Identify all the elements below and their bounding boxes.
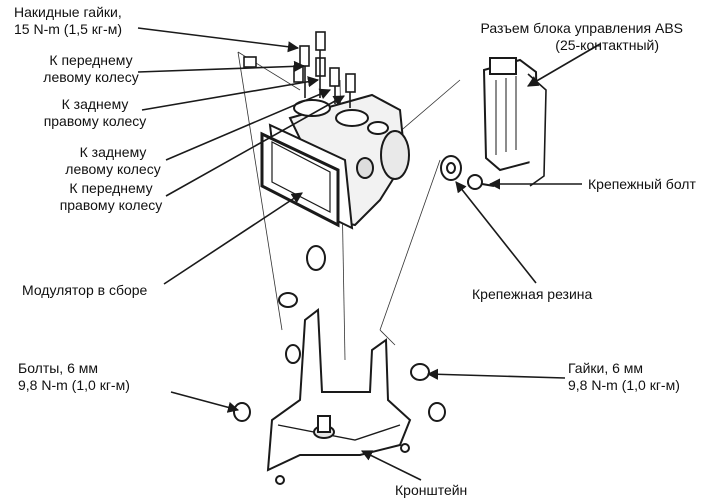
- label-bracket: Кронштейн: [395, 482, 467, 499]
- front-left-line2: левому колесу: [43, 69, 139, 85]
- abs-modulator-body: [260, 93, 410, 230]
- nuts-torque: 9,8 N-m (1,0 кг-м): [568, 377, 680, 393]
- label-modulator: Модулятор в сборе: [22, 282, 147, 299]
- rear-left-line1: К заднему: [79, 144, 147, 160]
- label-flare-nuts: Накидные гайки, 15 N-m (1,5 кг-м): [14, 4, 122, 38]
- bolts-torque: 9,8 N-m (1,0 кг-м): [18, 377, 130, 393]
- bracket-text: Кронштейн: [395, 482, 468, 498]
- label-bolts: Болты, 6 мм 9,8 N-m (1,0 кг-м): [18, 360, 130, 394]
- front-left-line1: К переднему: [49, 52, 133, 68]
- label-nuts: Гайки, 6 мм 9,8 N-m (1,0 кг-м): [568, 360, 680, 394]
- front-right-line2: правому колесу: [59, 197, 163, 213]
- label-rear-right: К заднему правому колесу: [40, 96, 150, 130]
- label-abs-connector: Разъем блока управления ABS (25-контактн…: [455, 20, 683, 54]
- abs-connector-title: Разъем блока управления ABS: [480, 20, 683, 36]
- rear-left-line2: левому колесу: [65, 161, 161, 177]
- mount-bolt-text: Крепежный болт: [588, 176, 696, 192]
- label-front-left: К переднему левому колесу: [36, 52, 146, 86]
- leader-arrows: [137, 27, 601, 481]
- flare-nuts-torque: 15 N-m (1,5 кг-м): [14, 21, 122, 37]
- rear-right-line2: правому колесу: [43, 113, 147, 129]
- modulator-text: Модулятор в сборе: [22, 282, 148, 298]
- abs-connector-pins: (25-контактный): [555, 37, 659, 53]
- rear-right-line1: К заднему: [61, 96, 129, 112]
- front-right-line1: К переднему: [69, 180, 153, 196]
- label-mount-bolt: Крепежный болт: [588, 176, 696, 193]
- mounting-rubber-bolt: [306, 155, 495, 271]
- mounting-bracket: [233, 292, 446, 485]
- flare-nuts-title: Накидные гайки,: [14, 4, 122, 20]
- abs-connector: [482, 57, 547, 187]
- label-mount-rubber: Крепежная резина: [472, 286, 592, 303]
- nuts-title: Гайки, 6 мм: [568, 360, 644, 376]
- bolts-title: Болты, 6 мм: [18, 360, 99, 376]
- mount-rubber-text: Крепежная резина: [472, 286, 593, 302]
- label-front-right: К переднему правому колесу: [56, 180, 166, 214]
- label-rear-left: К заднему левому колесу: [58, 144, 168, 178]
